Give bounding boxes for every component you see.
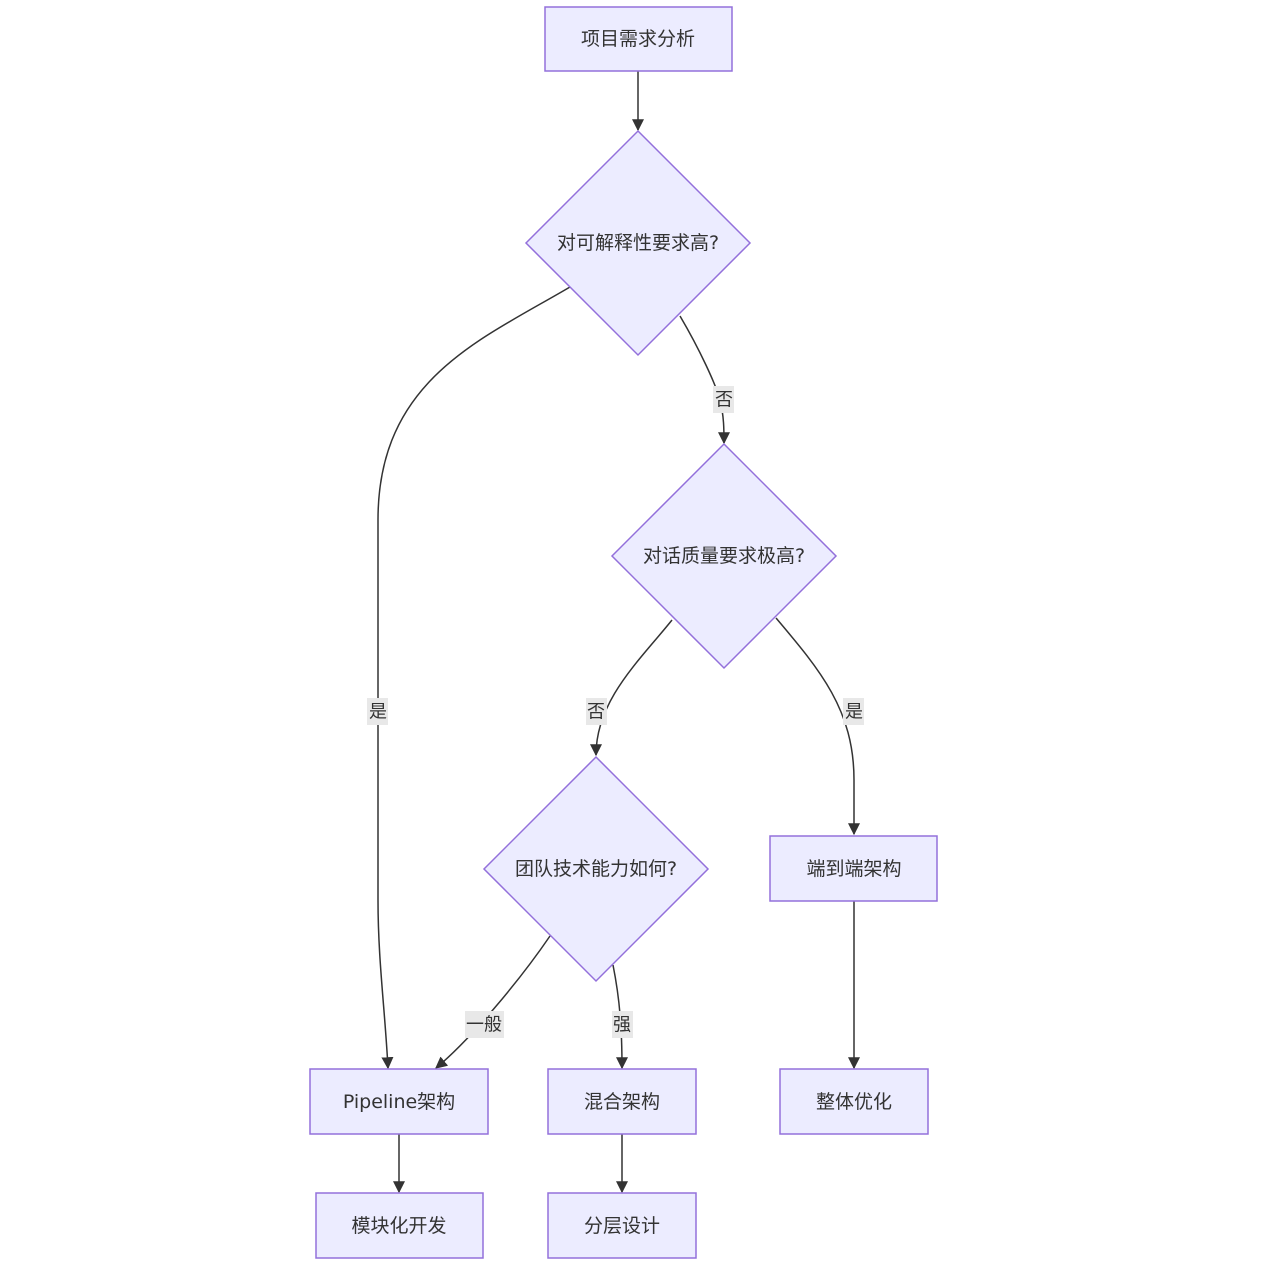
svg-text:是: 是 (369, 702, 387, 723)
svg-text:对可解释性要求高?: 对可解释性要求高? (557, 232, 719, 254)
edge-interpretability-no-to-quality (679, 315, 730, 445)
svg-text:整体优化: 整体优化 (816, 1091, 892, 1113)
edge-label-interp-no: 否 (713, 386, 734, 413)
node-requirements: 项目需求分析 (544, 6, 733, 72)
edge-quality-no-to-team (590, 619, 673, 757)
node-dialogue-quality-decision: 对话质量要求极高? (610, 442, 838, 670)
svg-text:是: 是 (845, 702, 863, 723)
edge-label-quality-yes: 是 (843, 698, 864, 725)
svg-text:混合架构: 混合架构 (584, 1091, 660, 1113)
svg-text:一般: 一般 (466, 1015, 502, 1036)
node-layered-design: 分层设计 (547, 1192, 697, 1259)
svg-text:否: 否 (715, 390, 733, 411)
edge-team-normal-to-pipeline (435, 935, 551, 1069)
svg-text:对话质量要求极高?: 对话质量要求极高? (643, 545, 805, 567)
edge-interpretability-yes-to-pipeline (377, 286, 571, 1070)
node-modular-dev: 模块化开发 (315, 1192, 484, 1259)
node-end-to-end: 端到端架构 (769, 835, 938, 902)
node-overall-opt: 整体优化 (779, 1068, 929, 1135)
edge-label-quality-no: 否 (586, 698, 607, 725)
edge-label-interp-yes: 是 (367, 698, 388, 725)
node-interpretability-decision: 对可解释性要求高? (524, 129, 752, 357)
node-hybrid: 混合架构 (547, 1068, 697, 1135)
svg-text:强: 强 (613, 1015, 631, 1036)
node-pipeline: Pipeline架构 (309, 1068, 489, 1135)
edge-label-team-normal: 一般 (465, 1011, 504, 1038)
svg-text:分层设计: 分层设计 (584, 1215, 660, 1237)
svg-text:端到端架构: 端到端架构 (806, 858, 901, 880)
edge-quality-yes-to-endtoend (775, 617, 860, 836)
edge-label-team-strong: 强 (612, 1011, 633, 1038)
svg-text:项目需求分析: 项目需求分析 (581, 28, 695, 50)
node-team-ability-decision: 团队技术能力如何? (482, 755, 710, 983)
svg-text:否: 否 (587, 702, 605, 723)
svg-text:团队技术能力如何?: 团队技术能力如何? (515, 858, 677, 880)
svg-text:Pipeline架构: Pipeline架构 (343, 1091, 455, 1113)
svg-text:模块化开发: 模块化开发 (351, 1215, 446, 1237)
